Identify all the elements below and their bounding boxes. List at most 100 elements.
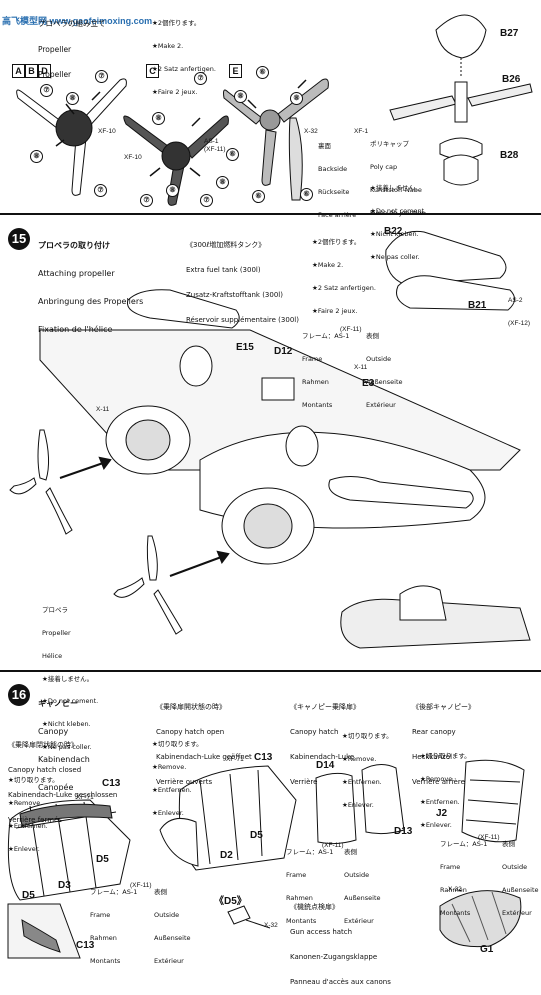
part-d5-inset: D5 <box>22 890 35 901</box>
side-jp: 表側 <box>366 332 379 341</box>
circle-7: ⑦ <box>95 70 108 83</box>
part-b22: B22 <box>384 226 403 237</box>
rear-jp: 《後部キャノピー》 <box>412 702 475 711</box>
step16-title-fr: Canopée <box>38 783 74 793</box>
frame-jp: フレーム：AS-1 <box>302 332 350 341</box>
side-jp: 表側 <box>154 888 167 897</box>
frame-de: Rahmen <box>90 933 117 942</box>
rear-fr: Verrière arrière <box>412 778 465 787</box>
open-jp: 《乗降扉開状態の時》 <box>156 702 226 711</box>
remove-de: ★Entfernen. <box>420 797 460 806</box>
note-line: ★Make 2. <box>152 41 184 50</box>
closed-heading: 《乗降扉閉状態の時》 Canopy hatch closed Kabinenda… <box>8 724 117 833</box>
step14-title: プロペラの組み立て Propeller Propeller <box>38 3 106 88</box>
step16-title-jp: キャノピー <box>38 698 78 708</box>
side-fr: Extérieur <box>502 908 532 917</box>
part-b28: B28 <box>500 150 519 161</box>
open-de: Kabinendach-Luke geöffnet <box>156 753 252 762</box>
step14-title-de: Propeller <box>38 70 72 79</box>
circle-7: ⑦ <box>194 72 207 85</box>
backside-de: Rückseite <box>318 187 350 196</box>
hatch-fr: Verrière <box>290 778 318 787</box>
circle-8: ⑧ <box>66 92 79 105</box>
x11-label: X-11 <box>354 364 368 371</box>
d5-small-drawing <box>227 905 271 929</box>
circle-8: ⑧ <box>166 184 179 197</box>
note-line: ★2 Satz anfertigen. <box>312 283 376 292</box>
step16-title-de: Kabinendach <box>38 755 90 765</box>
frame-jp: フレーム：AS-1 <box>90 888 138 897</box>
note-line: ★Faire 2 jeux. <box>152 87 198 96</box>
circle-8: ⑧ <box>290 92 303 105</box>
prop-fr: Hélice <box>42 651 63 660</box>
remove-closed: ★切り取ります。 ★Remove. ★Entfernen. ★Enlever. <box>8 762 59 861</box>
polycap-de: Kunststoff-Nabe <box>370 185 422 194</box>
frame-text-16b: フレーム：AS-1 Frame Rahmen Montants <box>286 834 333 933</box>
side-de: Außenseite <box>154 933 191 942</box>
frame-side-16a: 表側 Outside Außenseite Extérieur <box>154 874 191 973</box>
note-line: ★Make 2. <box>312 260 344 269</box>
remove-fr: ★Enlever. <box>420 820 452 829</box>
remove-de: ★Entfernen. <box>152 785 192 794</box>
prop-note-jp: ★接着しません。 <box>42 674 94 683</box>
remove-jp: ★切り取ります。 <box>342 732 393 741</box>
frame-fr: Montants <box>302 400 333 409</box>
no-cement-jp: ★接着しません。 <box>370 184 422 193</box>
variant-b-box: B <box>25 64 38 78</box>
propeller-note-15: プロペラ Propeller Hélice ★接着しません。 ★Do not c… <box>42 592 98 759</box>
side-de: Außenseite <box>366 377 403 386</box>
side-en: Outside <box>366 354 392 363</box>
step15-title-en: Attaching propeller <box>38 269 115 279</box>
step16-title-en: Canopy <box>38 727 69 737</box>
gun-de: Kanonen-Zugangsklappe <box>290 953 378 962</box>
frame-jp: フレーム：AS-1 <box>440 840 488 849</box>
frame-de: Rahmen <box>302 377 329 386</box>
no-cement-fr: ★Ne pas coller. <box>370 252 420 261</box>
spinner-assembly-drawing <box>389 14 533 186</box>
variant-a-box: A <box>12 64 25 78</box>
side-fr: Extérieur <box>366 400 396 409</box>
no-cement-en: ★Do not cement. <box>370 206 427 215</box>
polycap-text: ポリキャップ Poly cap Kunststoff-Nabe Pièce de… <box>370 126 425 225</box>
part-c13-open: C13 <box>254 752 273 763</box>
frame-jp: フレーム：AS-1 <box>286 848 334 857</box>
remove-fr: ★Enlever. <box>152 808 184 817</box>
part-d14: D14 <box>316 760 335 771</box>
remove-en: ★Remove. <box>152 762 187 771</box>
polycap-en: Poly cap <box>370 162 398 171</box>
rear-de: Heckkanzel <box>412 753 453 762</box>
frame-alt-16c: (XF-11) <box>478 834 500 841</box>
color-xf10: XF-10 <box>98 128 116 135</box>
side-fr: Extérieur <box>344 916 374 925</box>
note-line: ★2個作ります。 <box>152 19 201 28</box>
variant-c-box: C <box>146 64 159 78</box>
frame-fr: Montants <box>440 908 471 917</box>
prop-note-fr: ★Ne pas coller. <box>42 742 92 751</box>
gun-en: Gun access hatch <box>290 928 353 937</box>
part-d13: D13 <box>394 826 413 837</box>
aircraft-drawing <box>39 230 531 649</box>
frame-text-16a: フレーム：AS-1 Frame Rahmen Montants <box>90 874 137 973</box>
part-d5: D5 <box>96 854 109 865</box>
propeller-abd-drawing <box>16 78 127 196</box>
as2-text: AS-2 (XF-12) <box>508 282 530 335</box>
circle-8: ⑧ <box>30 150 43 163</box>
part-b26: B26 <box>502 74 521 85</box>
part-d5-open: D5 <box>250 830 263 841</box>
tank-en: Extra fuel tank (300l) <box>186 266 261 275</box>
frame-alt-15: (XF-11) <box>340 326 362 333</box>
frame-side-16c: 表側 Outside Außenseite Extérieur <box>502 826 539 925</box>
inset-c13-drawing <box>7 903 81 959</box>
x11-label-left: X-11 <box>96 406 110 413</box>
part-g1: G1 <box>480 944 494 955</box>
backside-fr: Face arrière <box>318 210 357 219</box>
color-as1-alt: (XF-11) <box>204 146 226 153</box>
frame-text-15: フレーム：AS-1 Frame Rahmen Montants <box>302 318 349 417</box>
fuel-tank-heading: 《300ℓ増加燃料タンク》 Extra fuel tank (300l) Zus… <box>186 224 299 333</box>
note-line: ★2 Satz anfertigen. <box>152 64 216 73</box>
part-j2: J2 <box>436 808 448 819</box>
canopy-hatch-drawing <box>315 764 405 845</box>
step15-title-jp: プロペラの取り付け <box>38 240 110 250</box>
backside-jp: 裏面 <box>318 142 331 151</box>
side-de: Außenseite <box>502 885 539 894</box>
